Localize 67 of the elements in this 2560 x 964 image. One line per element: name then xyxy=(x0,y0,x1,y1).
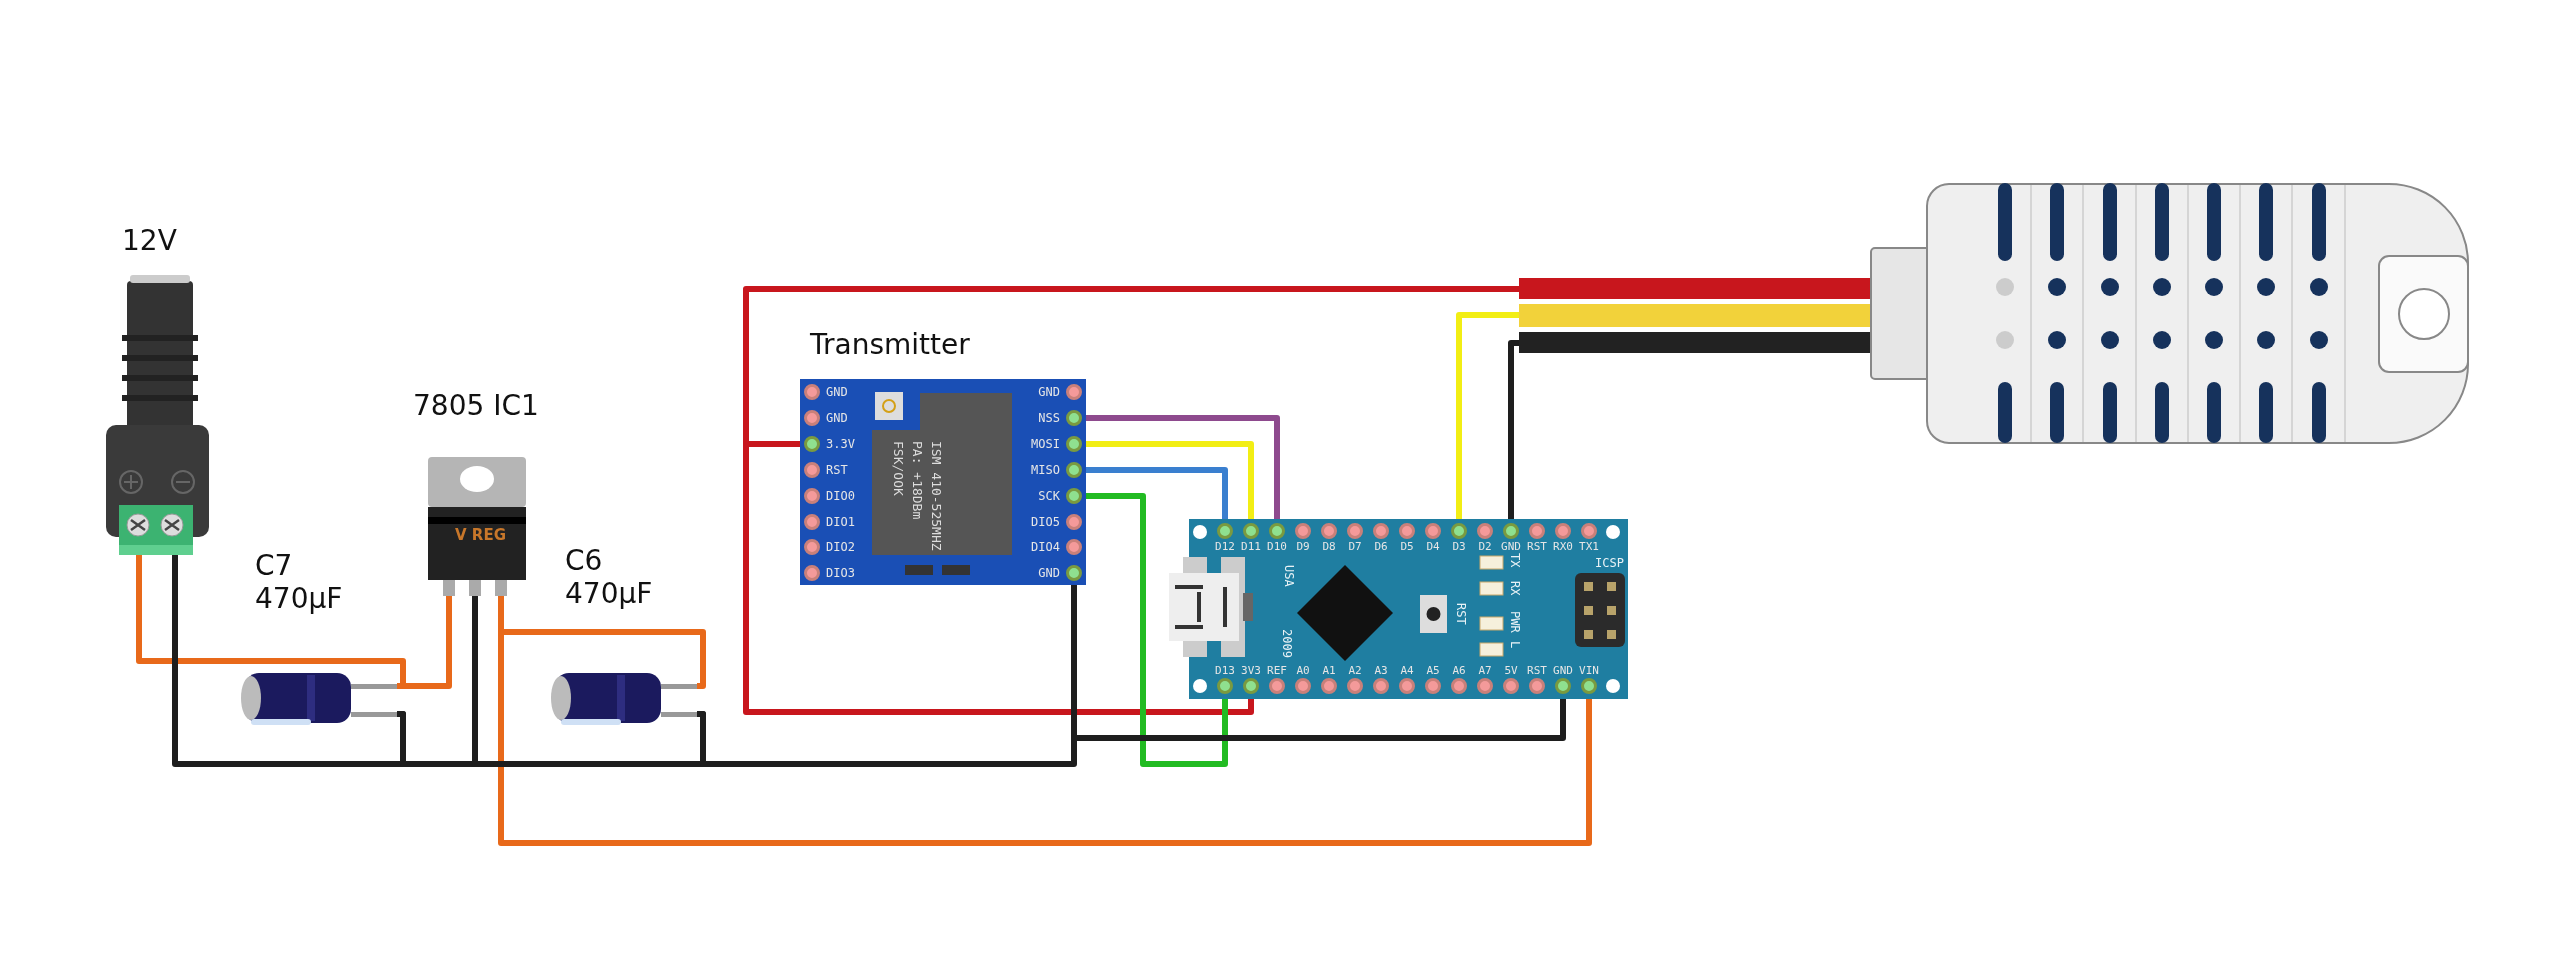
pin-label: DIO3 xyxy=(826,565,855,581)
pin-label: A5 xyxy=(1425,665,1441,678)
board-marking: USA xyxy=(1281,565,1295,587)
pin-label: MOSI xyxy=(1031,436,1060,452)
pin-label: MISO xyxy=(1031,462,1060,478)
pin-label: A2 xyxy=(1347,665,1363,678)
pin-label: 5V xyxy=(1503,665,1519,678)
pin-label: A1 xyxy=(1321,665,1337,678)
pin-label: D13 xyxy=(1214,665,1236,678)
pin-label: 3.3V xyxy=(826,436,855,452)
pin-label: DIO1 xyxy=(826,514,855,530)
pin-label: DIO4 xyxy=(1031,539,1060,555)
pin-label: A7 xyxy=(1477,665,1493,678)
pin-label: TX1 xyxy=(1578,541,1600,554)
board-marking: L xyxy=(1507,641,1521,649)
pin-label: A6 xyxy=(1451,665,1467,678)
pin-label: GND xyxy=(826,410,848,426)
pin-label: D8 xyxy=(1321,541,1337,554)
component-label: C7 xyxy=(255,550,293,583)
pin-label: D6 xyxy=(1373,541,1389,554)
pin-label: REF xyxy=(1266,665,1288,678)
pin-label: D9 xyxy=(1295,541,1311,554)
pin-label: NSS xyxy=(1038,410,1060,426)
pin-label: D2 xyxy=(1477,541,1493,554)
wire xyxy=(743,441,1254,715)
pin-label: SCK xyxy=(1038,488,1060,504)
pin-label: D12 xyxy=(1214,541,1236,554)
board-marking: RX xyxy=(1507,581,1521,596)
pin-label: A4 xyxy=(1399,665,1415,678)
component-label: 7805 IC1 xyxy=(413,390,539,423)
module-title: Transmitter xyxy=(810,329,970,362)
board-marking: 2009 xyxy=(1279,629,1293,658)
pin-label: D5 xyxy=(1399,541,1415,554)
pin-label: DIO0 xyxy=(826,488,855,504)
pin-label: D4 xyxy=(1425,541,1441,554)
board-marking: TX xyxy=(1507,553,1521,568)
pin-label: VIN xyxy=(1578,665,1600,678)
regulator-marking: V REG xyxy=(455,527,506,545)
pin-label: DIO2 xyxy=(826,539,855,555)
board-marking: ICSP xyxy=(1595,557,1624,571)
component-label: 470µF xyxy=(255,583,343,616)
pin-label: RX0 xyxy=(1552,541,1574,554)
component-label: C6 xyxy=(565,545,603,578)
pin-label: GND xyxy=(1038,565,1060,581)
pin-label: GND xyxy=(1500,541,1522,553)
pin-label: DIO5 xyxy=(1031,514,1060,530)
pin-label: GND xyxy=(1552,665,1574,678)
pin-label: D7 xyxy=(1347,541,1363,554)
pin-label: RST xyxy=(826,462,848,478)
chip-marking: PA: +18DBm xyxy=(909,441,924,520)
component-label: 12V xyxy=(122,225,177,258)
pin-label: 3V3 xyxy=(1240,665,1262,678)
pin-label: A3 xyxy=(1373,665,1389,678)
pin-label: GND xyxy=(826,384,848,400)
pin-label: RST xyxy=(1526,541,1548,554)
board-marking: PWR xyxy=(1507,611,1521,633)
pin-label: D11 xyxy=(1240,541,1262,554)
component-label: 470µF xyxy=(565,578,653,611)
board-marking: RST xyxy=(1453,603,1467,625)
sensor-drawing xyxy=(1519,183,2469,444)
chip-marking: ISM 410-525MHZ xyxy=(928,441,943,551)
chip-marking: FSK/OOK xyxy=(890,441,905,496)
pin-label: RST xyxy=(1526,665,1548,678)
pin-label: D3 xyxy=(1451,541,1467,554)
pin-label: GND xyxy=(1038,384,1060,400)
pin-label: D10 xyxy=(1266,541,1288,554)
pin-label: A0 xyxy=(1295,665,1311,678)
